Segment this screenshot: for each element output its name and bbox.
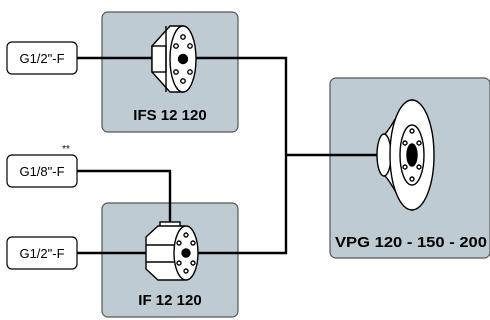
port-middle: ** G1/8"-F (6, 144, 78, 188)
line-if-to-junction (198, 155, 288, 255)
connection-lines (77, 56, 380, 255)
if-part-icon (145, 221, 199, 281)
port-top: G1/2"-F (6, 41, 78, 75)
ifs-part-icon (151, 25, 197, 93)
port-middle-note: ** (62, 144, 70, 155)
ifs-label: IFS 12 120 (133, 107, 206, 124)
port-bottom: G1/2"-F (6, 236, 78, 270)
if-label: IF 12 120 (138, 292, 201, 309)
line-ifs-to-junction (196, 56, 288, 155)
port-top-label: G1/2"-F (19, 51, 64, 66)
line-middle-input (77, 169, 172, 226)
port-middle-label: G1/8"-F (19, 164, 64, 179)
vpg-suction-cup-icon (376, 98, 435, 212)
port-bottom-label: G1/2"-F (19, 246, 64, 261)
vpg-label: VPG 120 - 150 - 200 (335, 234, 487, 251)
